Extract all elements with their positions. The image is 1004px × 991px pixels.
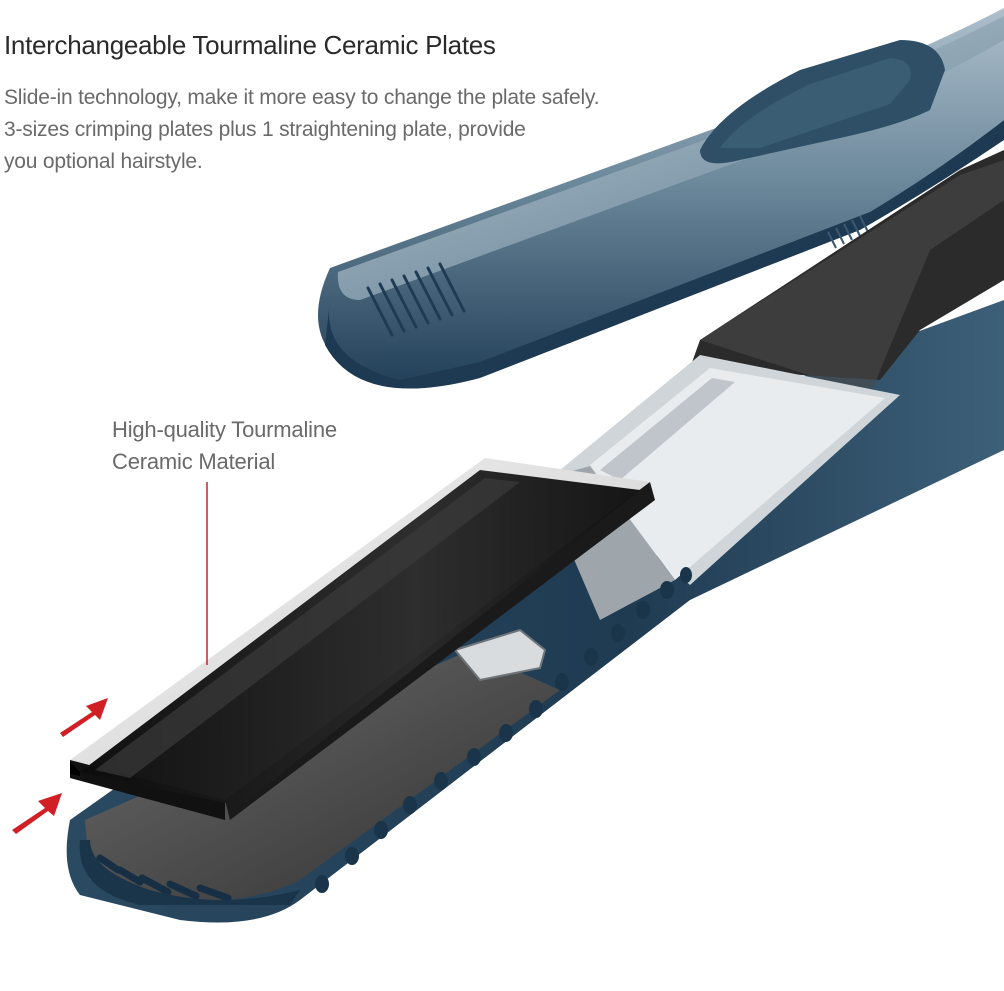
material-callout: High-quality Tourmaline Ceramic Material [112,414,337,478]
insert-arrow-icon [60,698,108,737]
upper-arm [318,8,1004,389]
callout-line: Ceramic Material [112,449,276,474]
description-line: 3-sizes crimping plates plus 1 straighte… [4,118,526,141]
ceramic-plate [70,458,655,820]
rail-bumps [315,567,692,893]
description: Slide-in technology, make it more easy t… [4,82,600,178]
description-line: you optional hairstyle. [4,150,203,173]
description-line: Slide-in technology, make it more easy t… [4,86,600,109]
lower-arm [66,150,1004,923]
page-title: Interchangeable Tourmaline Ceramic Plate… [4,30,496,60]
callout-line: High-quality Tourmaline [112,417,337,442]
insert-arrow-icon [12,793,62,834]
